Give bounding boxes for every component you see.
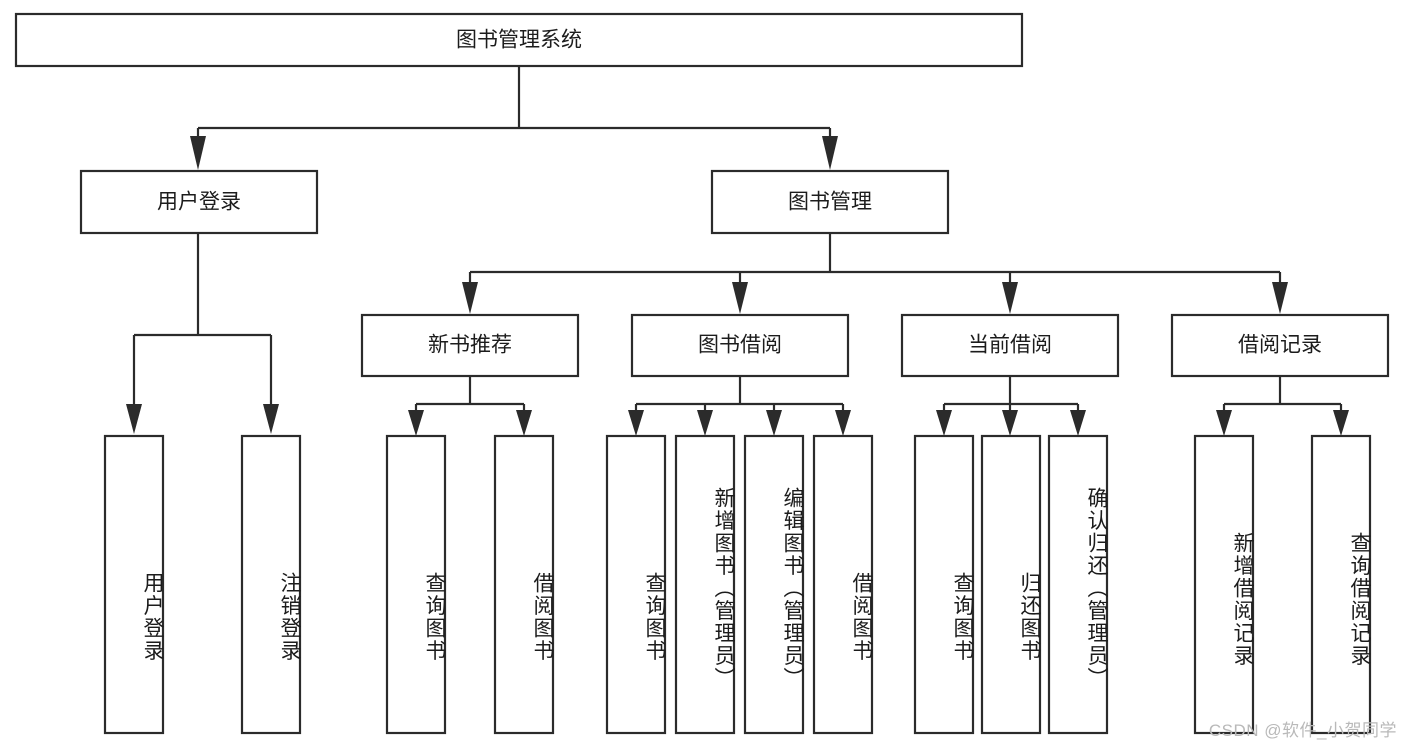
arrow-to-new-book-recommend xyxy=(462,282,478,314)
arrow-currentborrow-leaf-1 xyxy=(936,410,952,436)
arrow-bookborrow-leaf-3 xyxy=(766,410,782,436)
node-box-new-book-recommend[interactable] xyxy=(360,313,580,378)
node-box-root[interactable] xyxy=(14,12,1024,68)
node-box-leaf-new-book-1[interactable] xyxy=(385,434,447,735)
label-borrow-record: 借阅记录 xyxy=(1238,334,1322,357)
node-box-leaf-new-book-2[interactable] xyxy=(493,434,555,735)
node-box-leaf-current-borrow-1[interactable] xyxy=(913,434,975,735)
node-box-leaf-current-borrow-2[interactable] xyxy=(980,434,1042,735)
connectors-layer xyxy=(126,66,1349,436)
node-box-leaf-borrow-record-1[interactable] xyxy=(1193,434,1255,735)
nodes-layer xyxy=(14,12,1390,735)
label-book-borrow: 图书借阅 xyxy=(698,334,782,357)
node-box-leaf-current-borrow-3[interactable] xyxy=(1047,434,1109,735)
label-current-borrow: 当前借阅 xyxy=(968,334,1052,357)
arrow-to-current-borrow xyxy=(1002,282,1018,314)
arrow-to-book-borrow xyxy=(732,282,748,314)
arrow-currentborrow-leaf-3 xyxy=(1070,410,1086,436)
arrow-borrowrecord-leaf-1 xyxy=(1216,410,1232,436)
node-box-leaf-book-borrow-2[interactable] xyxy=(674,434,736,735)
arrow-newbook-leaf-2 xyxy=(516,410,532,436)
node-box-leaf-borrow-record-2[interactable] xyxy=(1310,434,1372,735)
arrow-bookborrow-leaf-2 xyxy=(697,410,713,436)
node-box-user-login[interactable] xyxy=(79,169,319,235)
arrow-to-borrow-record xyxy=(1272,282,1288,314)
arrow-userlogin-leaf-2 xyxy=(263,404,279,434)
node-box-current-borrow[interactable] xyxy=(900,313,1120,378)
watermark-text: CSDN @软件_小贺同学 xyxy=(1208,721,1397,740)
node-box-leaf-book-borrow-4[interactable] xyxy=(812,434,874,735)
arrow-borrowrecord-leaf-2 xyxy=(1333,410,1349,436)
arrow-to-book-manage xyxy=(822,136,838,170)
arrow-userlogin-leaf-1 xyxy=(126,404,142,434)
labels-layer: 图书管理系统 用户登录 图书管理 新书推荐 图书借阅 当前借阅 借阅记录 xyxy=(157,29,1322,357)
label-new-book-recommend: 新书推荐 xyxy=(428,334,512,357)
label-user-login: 用户登录 xyxy=(157,191,241,214)
arrow-newbook-leaf-1 xyxy=(408,410,424,436)
arrow-to-user-login xyxy=(190,136,206,170)
arrow-currentborrow-leaf-2 xyxy=(1002,410,1018,436)
node-box-book-borrow[interactable] xyxy=(630,313,850,378)
node-box-book-manage[interactable] xyxy=(710,169,950,235)
label-book-manage: 图书管理 xyxy=(788,191,872,214)
node-box-leaf-book-borrow-1[interactable] xyxy=(605,434,667,735)
arrow-bookborrow-leaf-1 xyxy=(628,410,644,436)
arrow-bookborrow-leaf-4 xyxy=(835,410,851,436)
node-box-leaf-book-borrow-3[interactable] xyxy=(743,434,805,735)
node-box-borrow-record[interactable] xyxy=(1170,313,1390,378)
node-box-leaf-user-login-1[interactable] xyxy=(103,434,165,735)
node-box-leaf-user-login-2[interactable] xyxy=(240,434,302,735)
label-root: 图书管理系统 xyxy=(456,29,582,52)
